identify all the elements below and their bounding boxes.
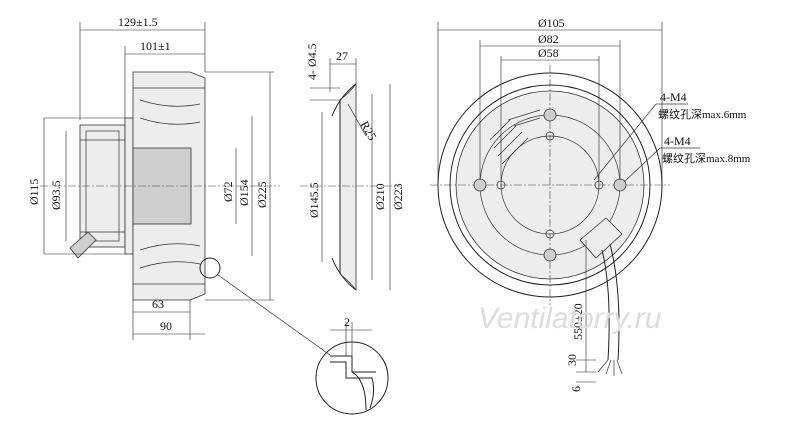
hole-inner-top [545, 131, 555, 141]
hole-inner-left [496, 180, 506, 190]
dim-225: Ø225 [255, 181, 269, 208]
hole-left [473, 178, 487, 192]
hole-right [613, 178, 627, 192]
dim-145-5: Ø145.5 [307, 182, 321, 218]
dim-210: Ø210 [373, 183, 387, 210]
detail-view: 2 [315, 315, 389, 415]
detail-marker [199, 257, 221, 279]
side-view: 129±1.5 101±1 Ø115 Ø93.5 Ø72 Ø154 Ø225 6… [27, 15, 331, 356]
front-view: Ø105 Ø82 Ø58 4-M4 螺纹孔深max.6mm 4-M4 螺纹孔深m… [430, 16, 751, 392]
dim-105: Ø105 [538, 16, 565, 30]
dim-27: 27 [336, 49, 348, 63]
dim-6: 6 [569, 386, 583, 392]
dim-r25: R25 [357, 119, 379, 143]
ring-profile [339, 82, 357, 292]
note2-title: 4-M4 [664, 134, 691, 148]
dim-90: 90 [160, 319, 172, 333]
hole-top [543, 108, 557, 122]
dim-72: Ø72 [221, 181, 235, 202]
watermark: Ventilatorry.ru [478, 302, 662, 335]
hole-bottom [543, 248, 557, 262]
dim-223: Ø223 [391, 183, 405, 210]
dim-101: 101±1 [140, 39, 171, 53]
hole-inner-right [594, 180, 604, 190]
note1-text: 螺纹孔深max.6mm [658, 107, 747, 121]
note1-title: 4-M4 [660, 90, 687, 104]
dim-82: Ø82 [538, 32, 559, 46]
ring-view: 27 4- Ø4.5 R25 Ø145.5 Ø210 Ø223 [300, 43, 405, 292]
dim-129: 129±1.5 [118, 15, 158, 29]
dim-30: 30 [565, 354, 579, 366]
dim-58: Ø58 [538, 46, 559, 60]
dim-550: 550±20 [571, 303, 585, 340]
dim-93-5: Ø93.5 [49, 180, 63, 210]
dim-154: Ø154 [237, 179, 251, 206]
cable-gland-front [579, 217, 623, 259]
dim-115: Ø115 [27, 179, 41, 205]
cooling-slots [489, 109, 541, 165]
dim-4-45: 4- Ø4.5 [305, 43, 319, 80]
dim-63: 63 [152, 297, 164, 311]
hole-inner-bottom [545, 229, 555, 239]
dim-gap-2: 2 [344, 315, 350, 329]
note2-text: 螺纹孔深max.8mm [662, 151, 751, 165]
cable-gland [69, 231, 97, 259]
